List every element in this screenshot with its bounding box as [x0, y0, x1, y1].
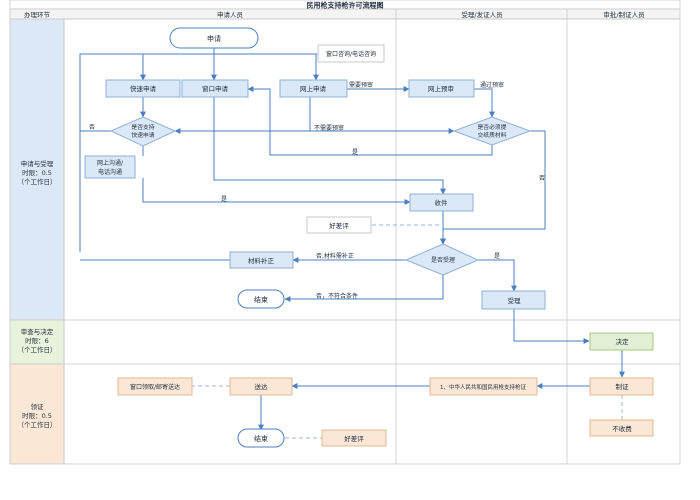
node-accept-check-label: 是否受理: [431, 256, 455, 264]
header-row: [9, 8, 681, 20]
node-license-label: 1、中华人民共和国民用枪支持枪证: [440, 383, 527, 391]
node-make-cert: [589, 377, 654, 396]
node-material-line2: 交纸质材料: [478, 131, 507, 139]
node-deliver: [229, 377, 293, 396]
node-online-comm-line1: 网上沟通/: [97, 159, 124, 167]
node-license: [429, 377, 538, 396]
node-online-apply-label: 网上申请: [300, 84, 327, 93]
node-no-fee: [589, 419, 654, 437]
edge-label-no-prereview: 不需要预审: [314, 124, 344, 132]
phase-pickup-time: 时限：0.5: [22, 411, 52, 420]
phase-review-name: 审查与决定: [21, 327, 54, 336]
edge-label-no: 否: [89, 124, 95, 131]
column-header-stage: 办理环节: [24, 10, 51, 19]
phase-cell-review: [9, 319, 65, 365]
node-online-prereview-label: 网上预审: [428, 84, 454, 93]
edge-label-yes-accept: 是: [494, 253, 500, 260]
phase-pickup-days: （个工作日）: [18, 420, 57, 429]
edge-label-yes-2: 是: [221, 196, 227, 203]
node-good-review-1-label: 好差评: [329, 221, 349, 230]
column-header-applicant: 申请人员: [217, 10, 244, 19]
edge-material-no: [440, 130, 546, 245]
phase-application-days: （个工作日）: [18, 177, 57, 186]
node-receive-label: 收件: [435, 198, 449, 207]
edge-window-to-receive: [213, 97, 446, 195]
node-end-1: [237, 289, 285, 309]
node-material-line1: 是否必须提: [478, 123, 507, 131]
edge-label-need-prereview: 需要预审: [349, 81, 373, 89]
node-online-apply: [279, 79, 348, 98]
node-end-1-label: 结束: [254, 295, 268, 304]
edge-label-pass-prereview: 通过预审: [480, 81, 504, 89]
edge-top-to-online: [79, 53, 319, 252]
edge-label-supplement: 否,材料需补正: [316, 252, 354, 260]
node-material-diamond: [452, 116, 532, 146]
node-online-prereview: [408, 79, 475, 98]
diagram-title: 民用枪支持枪许可流程图: [307, 1, 384, 10]
phase-review-days: （个工作日）: [18, 345, 57, 354]
edge-prereview-to-material: [474, 88, 495, 118]
node-end-2: [237, 428, 285, 448]
node-good-review-2: [321, 429, 387, 447]
node-accept-label: 受理: [508, 296, 522, 305]
node-fast-apply-label: 快速申请: [130, 84, 157, 93]
node-pickup-mail-label: 窗口领取/邮寄送达: [130, 383, 180, 391]
node-apply-label: 申请: [207, 34, 221, 43]
node-accept: [481, 290, 546, 310]
node-fast-apply: [105, 79, 181, 98]
node-pickup-mail: [117, 377, 193, 396]
edge-accept-check-end: [284, 275, 444, 302]
swimlane-grid: [63, 9, 681, 465]
node-window-apply-label: 窗口申请: [202, 84, 229, 93]
node-make-cert-label: 制证: [616, 382, 630, 391]
edge-comm-to-receive: [142, 178, 411, 205]
node-deliver-label: 送达: [255, 382, 269, 391]
node-online-comm-line2: 电话沟通: [98, 168, 122, 176]
edge-label-not-meet: 否，不符合条件: [316, 292, 358, 300]
node-decide: [589, 332, 654, 351]
node-supplement: [229, 251, 294, 269]
edge-label-yes: 是: [352, 149, 358, 156]
column-header-acceptance: 受理/发证人员: [461, 10, 503, 19]
phase-pickup-name: 领证: [31, 402, 45, 411]
phase-application-name: 申请与受理: [21, 159, 54, 168]
column-header-approval: 审批/制证人员: [603, 10, 645, 19]
edge-accept-to-decide: [513, 309, 590, 344]
phase-review-time: 时限：6: [25, 336, 49, 345]
node-accept-check-diamond: [404, 243, 480, 276]
node-decide-label: 决定: [616, 337, 630, 346]
node-consult: [317, 44, 385, 63]
edge-material-yes: [247, 86, 493, 156]
node-good-review-1: [306, 216, 372, 234]
node-apply: [169, 27, 259, 49]
node-receive: [409, 193, 474, 212]
edge-label-no-2: 否: [539, 175, 545, 182]
phase-cell-application: [9, 18, 65, 321]
node-online-comm: [84, 155, 136, 179]
node-end-2-label: 结束: [254, 434, 268, 443]
node-no-fee-label: 不收费: [612, 424, 632, 433]
node-fast-check-diamond: [109, 116, 177, 147]
node-window-apply: [181, 79, 249, 98]
node-consult-label: 窗口咨询/电话咨询: [326, 50, 376, 58]
node-fast-check-line2: 快速申请: [131, 131, 154, 139]
node-fast-check-line1: 是否支持: [131, 123, 154, 131]
node-good-review-2-label: 好差评: [344, 434, 364, 443]
phase-application-time: 时限：0.5: [22, 168, 52, 177]
edge-accept-check-accept: [478, 259, 517, 292]
node-supplement-label: 材料补正: [248, 256, 275, 265]
